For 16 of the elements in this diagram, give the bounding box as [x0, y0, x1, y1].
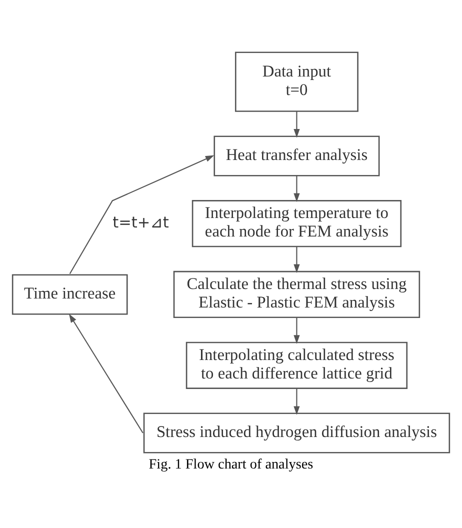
edge-label: t=t+⊿t: [112, 213, 169, 232]
caption: Fig. 1 Flow chart of analyses: [148, 456, 314, 472]
node-box: Data input t=0: [234, 51, 358, 112]
arrow: [294, 110, 300, 138]
node-box: Interpolating calculated stress to each difference lattice grid: [186, 341, 408, 388]
arrow: [294, 175, 300, 202]
node-box: Time increase: [12, 274, 128, 314]
arrow: [69, 154, 214, 274]
arrow: [294, 246, 300, 272]
node-box: Stress induced hydrogen diffusion analysis: [143, 412, 450, 453]
node-box: Calculate the thermal stress using Elastic - Plastic FEM analysis: [173, 270, 420, 318]
arrow: [68, 313, 144, 433]
node-box: Heat transfer analysis: [214, 135, 380, 176]
node-box: Interpolating temperature to each node for FEM analysis: [192, 200, 402, 247]
arrow: [294, 388, 300, 414]
arrow: [294, 317, 300, 344]
